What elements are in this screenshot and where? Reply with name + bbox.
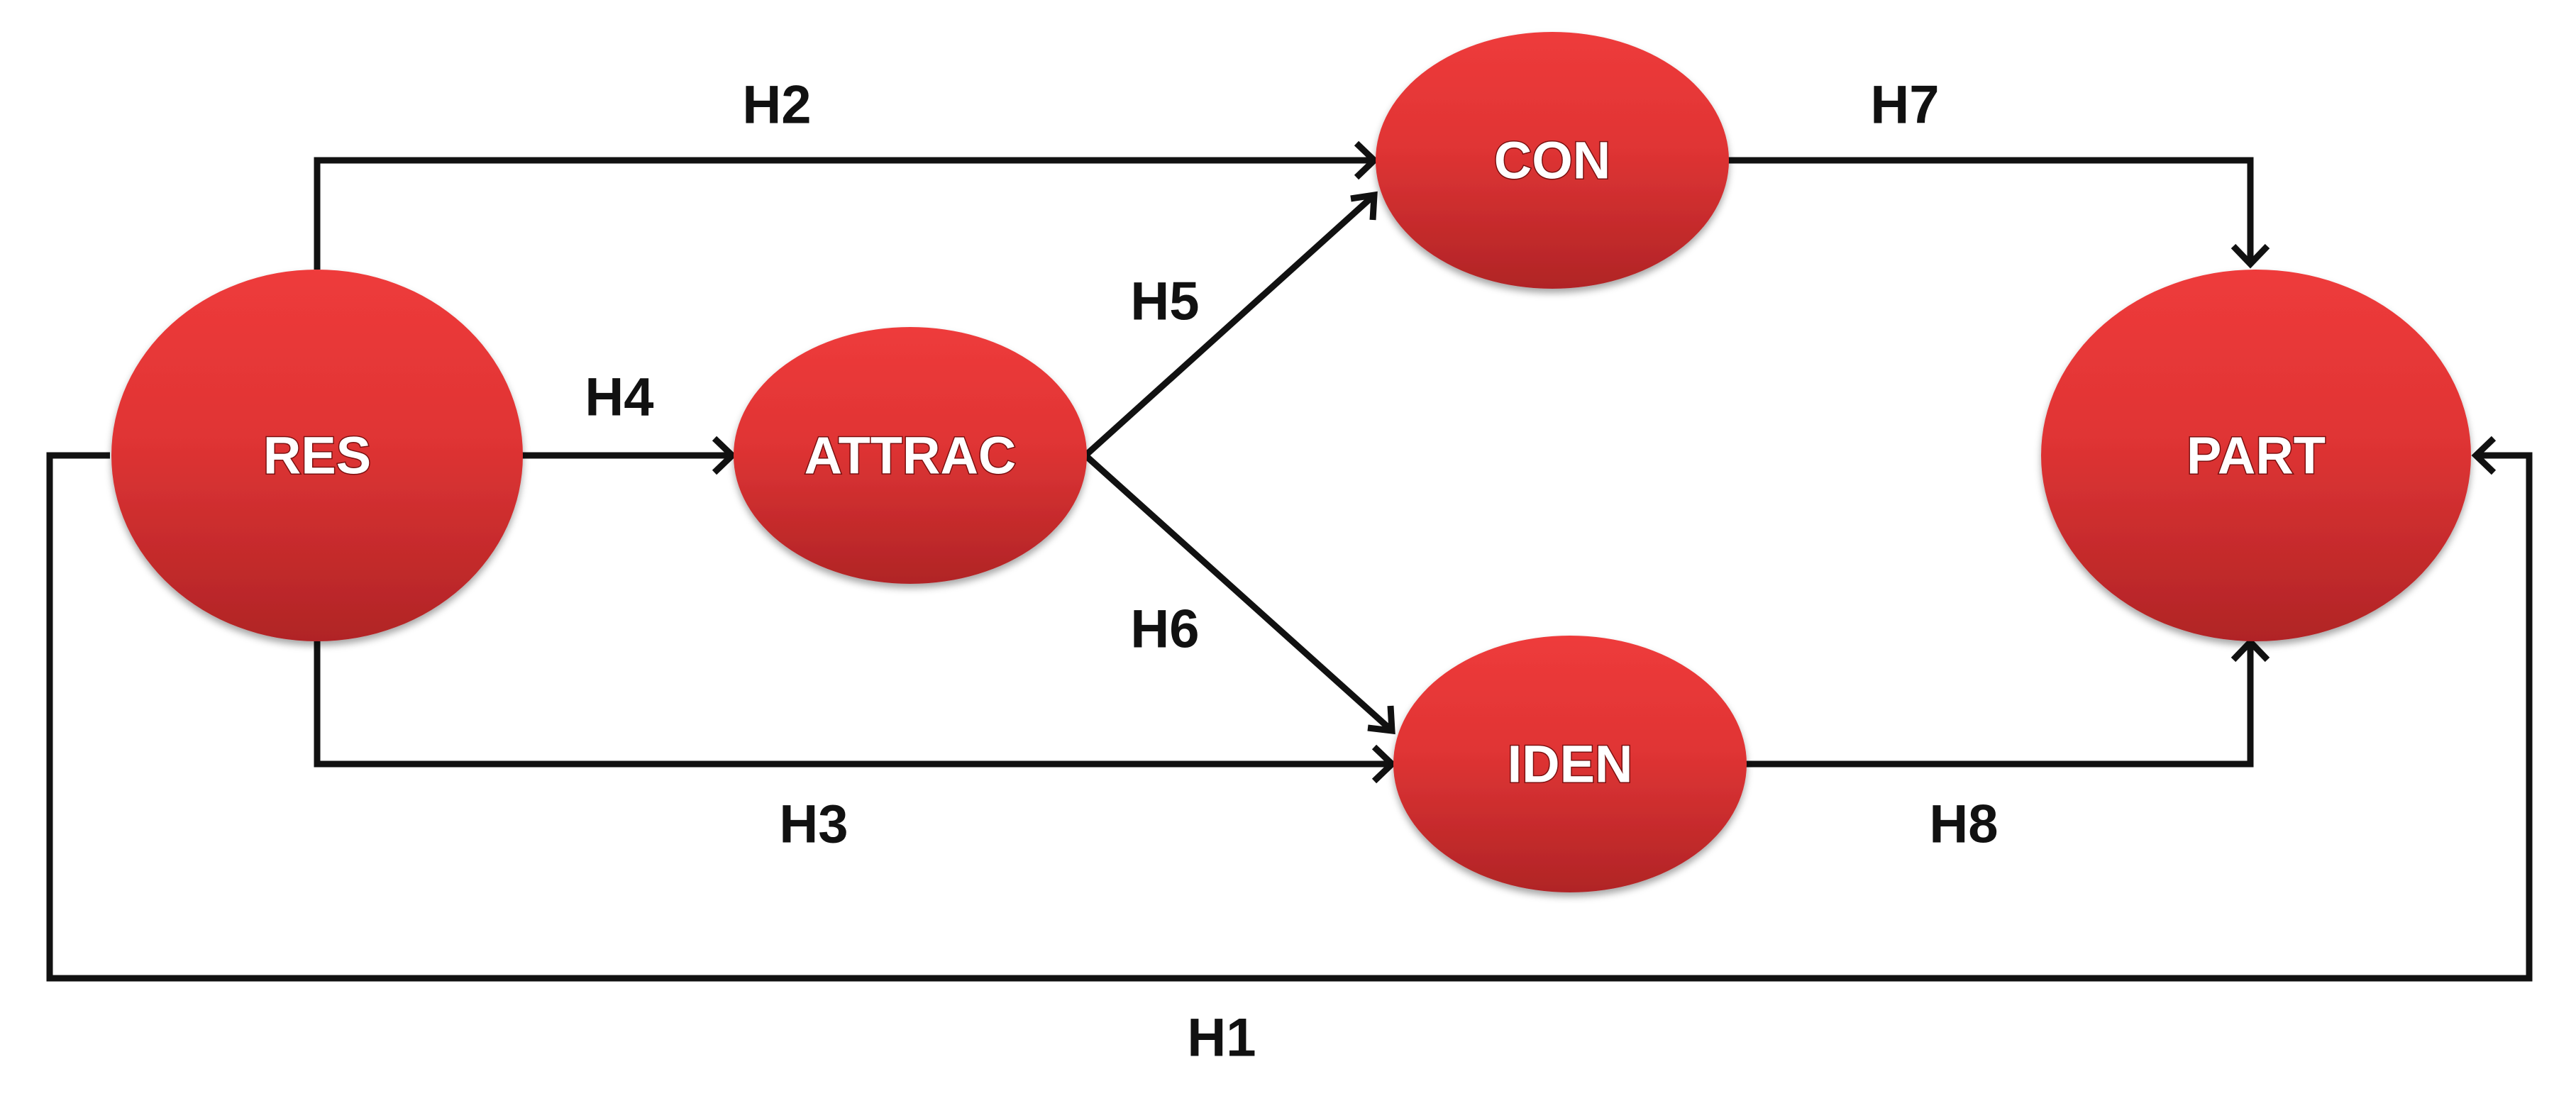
node-attrac: ATTRAC <box>734 327 1087 584</box>
arrowhead-h8 <box>2230 637 2270 663</box>
arrowhead-h2 <box>1354 140 1379 180</box>
node-iden-label: IDEN <box>1508 735 1633 794</box>
node-part-label: PART <box>2187 426 2326 485</box>
edge-h2 <box>314 157 1374 270</box>
edge-label-h1: H1 <box>1187 1008 1256 1068</box>
edge-label-h6: H6 <box>1130 599 1199 660</box>
node-con: CON <box>1376 32 1729 289</box>
edge-h1 <box>46 452 2533 982</box>
edge-label-h3: H3 <box>779 795 848 855</box>
arrowhead-h6 <box>1367 705 1395 735</box>
arrowhead-h3 <box>1371 744 1397 784</box>
edge-h7 <box>1724 157 2254 264</box>
node-attrac-label: ATTRAC <box>805 426 1017 485</box>
edges <box>46 140 2533 982</box>
node-part-shape <box>2041 270 2471 641</box>
edge-label-h2: H2 <box>742 75 811 135</box>
node-part: PART <box>2041 270 2471 641</box>
node-res-label: RES <box>263 426 371 485</box>
node-con-shape <box>1376 32 1729 289</box>
edge-labels: H2 H7 H5 H4 H6 H3 H8 H1 <box>585 75 1998 1068</box>
edge-h6 <box>1083 453 1395 734</box>
edge-h3 <box>314 641 1392 768</box>
edge-label-h4: H4 <box>585 367 653 428</box>
edge-label-h7: H7 <box>1870 75 1939 135</box>
arrowhead-h7 <box>2230 243 2270 269</box>
edge-label-h5: H5 <box>1130 272 1199 332</box>
node-iden-shape <box>1393 636 1747 892</box>
edge-h5 <box>1083 192 1377 458</box>
arrowhead-h1 <box>2471 436 2497 475</box>
node-iden: IDEN <box>1393 636 1747 892</box>
node-res-shape <box>111 270 523 641</box>
edge-h8 <box>1742 642 2254 768</box>
edge-label-h8: H8 <box>1929 795 1998 855</box>
arrowhead-h4 <box>712 436 737 475</box>
node-res: RES <box>111 270 523 641</box>
arrowhead-h5 <box>1350 191 1378 221</box>
node-attrac-shape <box>734 327 1087 584</box>
nodes: RES ATTRAC CON IDEN PART <box>111 32 2471 892</box>
node-con-label: CON <box>1494 131 1610 190</box>
